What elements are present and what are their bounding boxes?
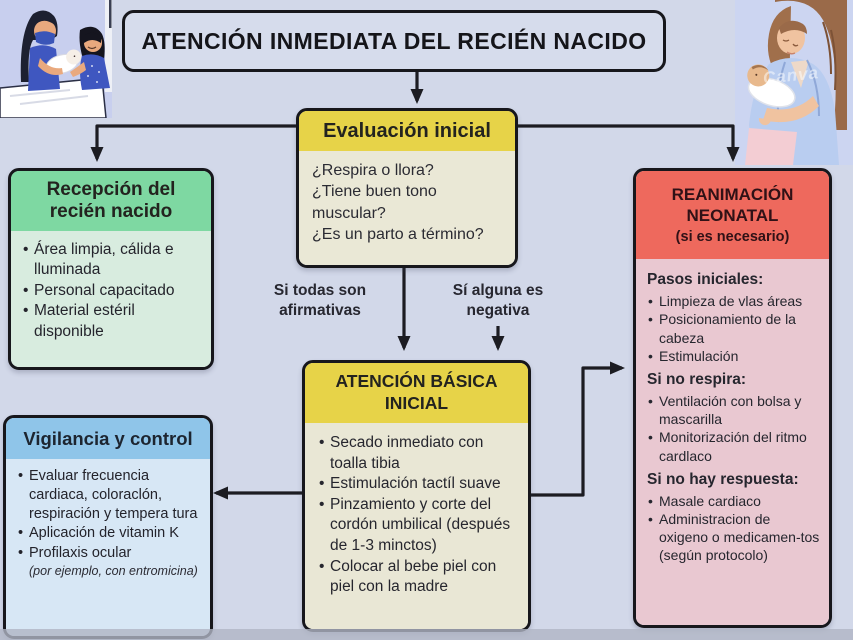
list-item: Área limpia, cálida e lluminada xyxy=(22,240,203,281)
newborn-reception-header: Recepción del recién nacido xyxy=(11,171,211,231)
section-bullet-list: Ventilación con bolsa y mascarillaMonito… xyxy=(647,392,820,465)
node-neonatal-resuscitation: REANIMACIÓN NEONATAL (si es necesario) P… xyxy=(633,168,832,628)
arrow-evaluation-to-resuscitation xyxy=(511,124,740,162)
neonatal-resuscitation-header: REANIMACIÓN NEONATAL (si es necesario) xyxy=(636,171,829,259)
monitoring-bullet-list: Evaluar frecuencia cardiaca, coloraclón,… xyxy=(17,467,202,563)
nurses-illustration-graphic xyxy=(0,0,112,119)
list-item: Estimulación tactíl suave xyxy=(318,474,518,495)
list-item: Colocar al bebe piel con piel con la mad… xyxy=(318,557,518,598)
list-item: Pinzamiento y corte del cordón umbilical… xyxy=(318,495,518,557)
reception-bullet-list: Área limpia, cálida e lluminadaPersonal … xyxy=(22,240,203,342)
arrow-basic-care-to-resuscitation xyxy=(525,361,625,497)
bottom-shadow-bar xyxy=(0,629,853,640)
node-basic-initial-care: ATENCIÓN BÁSICA INICIAL Secado inmediato… xyxy=(302,360,531,632)
mother-holding-baby-illustration: Canva xyxy=(735,0,853,165)
initial-evaluation-body: ¿Respira o llora? ¿Tiene buen tono muscul… xyxy=(299,151,515,265)
list-item: Administracion de oxigeno o medicamen-to… xyxy=(647,510,820,565)
list-item: Posicionamiento de la cabeza xyxy=(647,310,820,346)
node-initial-evaluation: Evaluación inicial ¿Respira o llora? ¿Tie… xyxy=(296,108,518,268)
section-title: Pasos iniciales: xyxy=(647,271,764,288)
section-bullet-list: Masale cardiacoAdministracion de oxigeno… xyxy=(647,492,820,565)
list-item: Estimulación xyxy=(647,347,820,365)
basic-care-bullet-list: Secado inmediato con toalla tibiaEstimul… xyxy=(318,433,518,598)
resuscitation-section-initial-steps: Pasos iniciales: Limpieza de vlas áreasP… xyxy=(647,270,820,365)
evaluation-questions-list: ¿Respira o llora? ¿Tiene buen tono muscul… xyxy=(312,160,502,246)
list-item: Evaluar frecuencia cardiaca, coloraclón,… xyxy=(17,467,202,524)
basic-initial-care-body: Secado inmediato con toalla tibiaEstimul… xyxy=(305,423,528,629)
list-item: Material estéril disponible xyxy=(22,301,203,342)
initial-evaluation-header: Evaluación inicial xyxy=(299,111,515,151)
newborn-reception-body: Área limpia, cálida e lluminadaPersonal … xyxy=(11,231,211,367)
list-item: Profilaxis ocular xyxy=(17,544,202,563)
node-newborn-reception: Recepción del recién nacido Área limpia,… xyxy=(8,168,214,370)
list-item: Secado inmediato con toalla tibia xyxy=(318,433,518,474)
list-item: Ventilación con bolsa y mascarilla xyxy=(647,392,820,428)
resuscitation-title: REANIMACIÓN NEONATAL xyxy=(671,185,794,226)
node-monitoring-control: Vigilancia y control Evaluar frecuencia … xyxy=(3,415,213,639)
title-box: ATENCIÓN INMEDIATA DEL RECIÉN NACIDO xyxy=(122,10,666,72)
list-item: Masale cardiaco xyxy=(647,492,820,510)
branch-label-any-negative: Sí alguna es negativa xyxy=(452,282,544,320)
arrow-evaluation-to-reception xyxy=(90,124,297,162)
monitoring-control-body: Evaluar frecuencia cardiaca, coloraclón,… xyxy=(6,459,210,636)
resuscitation-section-no-breathing: Si no respira: Ventilación con bolsa y m… xyxy=(647,370,820,465)
mother-illustration-graphic xyxy=(735,0,853,165)
nurses-attending-newborn-illustration xyxy=(0,0,112,119)
neonatal-resuscitation-body: Pasos iniciales: Limpieza de vlas áreasP… xyxy=(636,259,829,625)
section-bullet-list: Limpieza de vlas áreasPosicionamiento de… xyxy=(647,292,820,365)
list-item: Limpieza de vlas áreas xyxy=(647,292,820,310)
resuscitation-section-no-response: Si no hay respuesta: Masale cardiacoAdmi… xyxy=(647,470,820,565)
list-item: Monitorización del ritmo cardlaco xyxy=(647,428,820,464)
page-title: ATENCIÓN INMEDIATA DEL RECIÉN NACIDO xyxy=(141,27,647,54)
basic-initial-care-header: ATENCIÓN BÁSICA INICIAL xyxy=(305,363,528,423)
monitoring-note: (por ejemplo, con entromicina) xyxy=(29,563,198,578)
list-item: ¿Es un parto a término? xyxy=(312,226,484,244)
section-title: Si no hay respuesta: xyxy=(647,470,799,488)
list-item: ¿Tiene buen tono muscular? xyxy=(312,183,437,222)
resuscitation-subtitle: (si es necesario) xyxy=(675,228,790,245)
section-title: Si no respira: xyxy=(647,370,747,388)
list-item: Aplicación de vitamin K xyxy=(17,524,202,543)
list-item: Personal capacitado xyxy=(22,281,203,302)
list-item: ¿Respira o llora? xyxy=(312,162,434,179)
branch-label-all-affirmative: Si todas son afirmativas xyxy=(273,282,367,320)
monitoring-control-header: Vigilancia y control xyxy=(6,418,210,459)
